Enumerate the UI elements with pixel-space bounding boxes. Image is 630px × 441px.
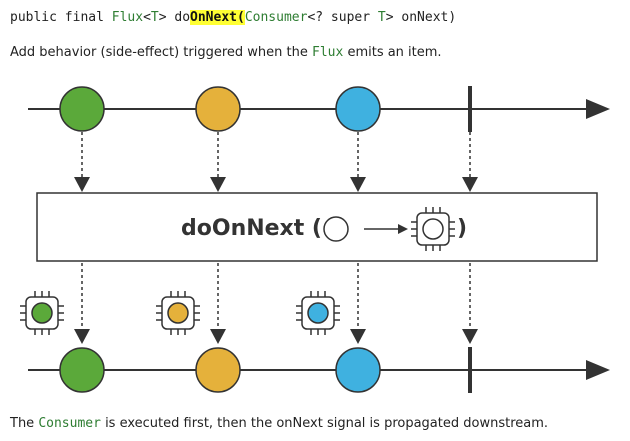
operator-box bbox=[36, 192, 598, 262]
generic-open: < bbox=[143, 10, 151, 25]
flux-type: Flux bbox=[111, 10, 144, 25]
operator-label: doOnNext ( bbox=[181, 216, 322, 241]
down-arrowhead-yellow bbox=[210, 329, 226, 344]
param-mid: <? super bbox=[307, 10, 378, 25]
consumer-chip-green-icon bbox=[20, 291, 64, 335]
footer-before: The bbox=[10, 416, 39, 431]
desc-code-flux: Flux bbox=[312, 45, 344, 60]
upstream-marble-blue bbox=[335, 86, 381, 132]
upstream-drop-arrows bbox=[74, 132, 478, 192]
desc-before: Add behavior (side-effect) triggered whe… bbox=[10, 45, 312, 60]
upstream-marble-green bbox=[59, 86, 105, 132]
downstream-marble-yellow bbox=[195, 347, 241, 393]
param-end: > onNext) bbox=[385, 10, 457, 25]
upstream-marble-yellow bbox=[195, 86, 241, 132]
footer-caption: The Consumer is executed first, then the… bbox=[10, 416, 548, 431]
method-signature: public final Flux<T> doOnNext(Consumer<?… bbox=[10, 10, 456, 25]
desc-after: emits an item. bbox=[343, 45, 442, 60]
downstream-timeline-arrowhead bbox=[586, 360, 610, 380]
method-description: Add behavior (side-effect) triggered whe… bbox=[10, 45, 442, 60]
consumer-chip-blue-icon bbox=[296, 291, 340, 335]
upstream-timeline-arrowhead bbox=[586, 99, 610, 119]
down-arrowhead-blue bbox=[350, 329, 366, 344]
drop-arrowhead-yellow bbox=[210, 177, 226, 192]
operator-consumer-chip-icon bbox=[411, 207, 455, 251]
drop-arrowhead-complete bbox=[462, 177, 478, 192]
consumer-chip-yellow-icon bbox=[156, 291, 200, 335]
operator-input-circle bbox=[323, 216, 349, 242]
down-arrowhead-green bbox=[74, 329, 90, 344]
drop-arrowhead-blue bbox=[350, 177, 366, 192]
downstream-drop-arrows bbox=[74, 263, 478, 344]
drop-arrowhead-green bbox=[74, 177, 90, 192]
consumer-type: Consumer bbox=[244, 10, 308, 25]
footer-after: is executed first, then the onNext signa… bbox=[100, 416, 549, 431]
downstream-marble-green bbox=[59, 347, 105, 393]
generic-t: T bbox=[150, 10, 159, 25]
operator-transform-arrowhead bbox=[398, 224, 408, 234]
footer-code-consumer: Consumer bbox=[38, 416, 101, 431]
signature-prefix: public final bbox=[10, 10, 112, 25]
operator-label-close: ) bbox=[457, 216, 467, 241]
down-arrowhead-complete bbox=[462, 329, 478, 344]
generic-close: > do bbox=[158, 10, 191, 25]
downstream-marble-blue bbox=[335, 347, 381, 393]
method-name-highlight: OnNext( bbox=[190, 10, 245, 25]
param-t: T bbox=[377, 10, 386, 25]
